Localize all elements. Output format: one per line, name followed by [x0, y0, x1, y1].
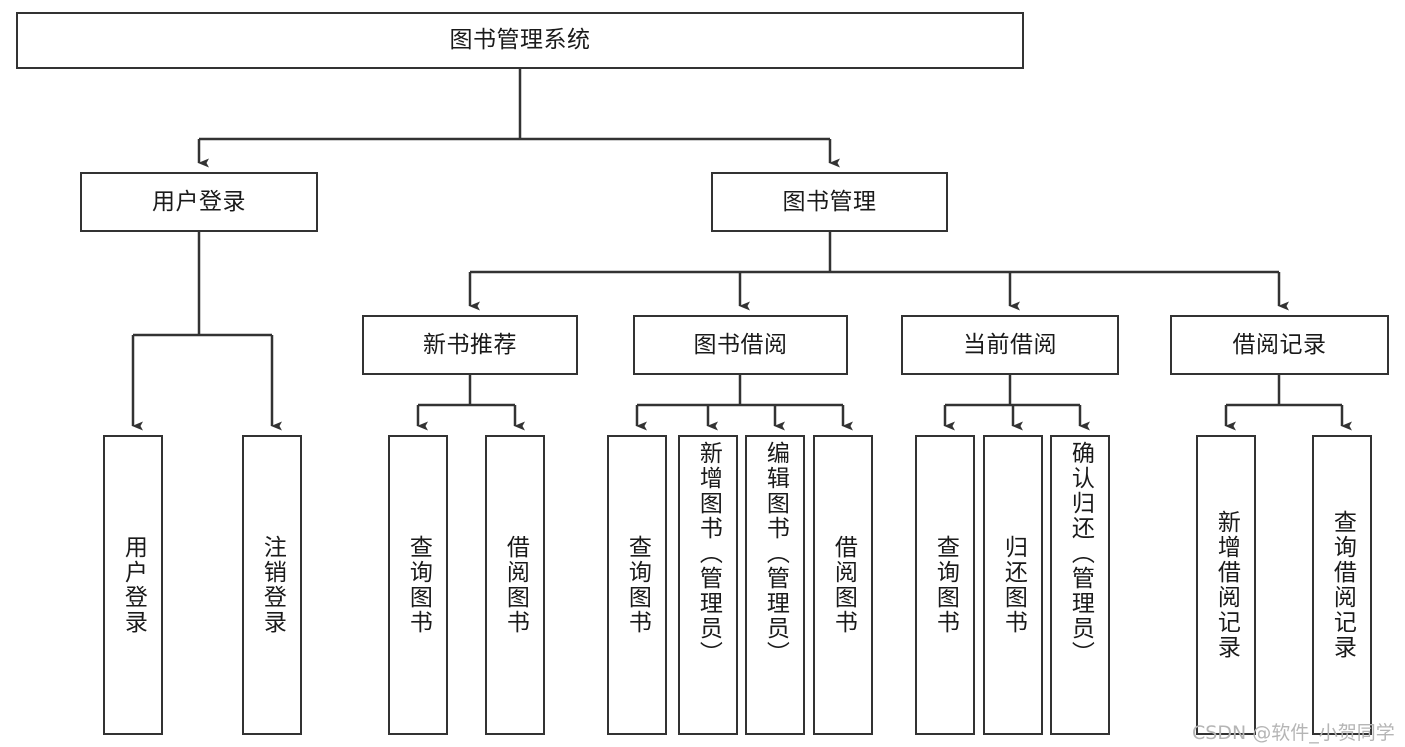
leaf-logout-label: 注销登录 — [259, 535, 286, 635]
node-current-borrow-label: 当前借阅 — [963, 331, 1057, 358]
node-book-management-label: 图书管理 — [782, 188, 877, 215]
node-borrow-record[interactable]: 借阅记录 — [1170, 315, 1389, 375]
node-new-book-recommend[interactable]: 新书推荐 — [362, 315, 578, 375]
leaf-query-book-current-label: 查询图书 — [932, 535, 959, 635]
leaf-add-borrow-record-label: 新增借阅记录 — [1213, 510, 1240, 660]
node-current-borrow[interactable]: 当前借阅 — [901, 315, 1119, 375]
node-book-management[interactable]: 图书管理 — [711, 172, 948, 232]
leaf-return-book-label: 归还图书 — [1000, 535, 1027, 635]
node-root[interactable]: 图书管理系统 — [16, 12, 1024, 69]
node-user-login-label: 用户登录 — [152, 188, 246, 215]
leaf-borrow-book-rec[interactable]: 借阅图书 — [485, 435, 545, 735]
leaf-add-book-admin-label: 新增图书（管理员） — [695, 441, 722, 666]
leaf-query-borrow-record-label: 查询借阅记录 — [1329, 510, 1356, 660]
node-user-login[interactable]: 用户登录 — [80, 172, 318, 232]
node-borrow-record-label: 借阅记录 — [1232, 331, 1327, 358]
leaf-query-borrow-record[interactable]: 查询借阅记录 — [1312, 435, 1372, 735]
leaf-edit-book-admin[interactable]: 编辑图书（管理员） — [745, 435, 805, 735]
leaf-user-login-label: 用户登录 — [120, 535, 147, 635]
node-new-book-recommend-label: 新书推荐 — [423, 331, 517, 358]
leaf-user-login[interactable]: 用户登录 — [103, 435, 163, 735]
leaf-add-borrow-record[interactable]: 新增借阅记录 — [1196, 435, 1256, 735]
leaf-query-book-rec-label: 查询图书 — [405, 535, 432, 635]
leaf-borrow-book-rec-label: 借阅图书 — [502, 535, 529, 635]
leaf-query-book-borrow[interactable]: 查询图书 — [607, 435, 667, 735]
leaf-borrow-book-label: 借阅图书 — [830, 535, 857, 635]
leaf-return-book[interactable]: 归还图书 — [983, 435, 1043, 735]
csdn-watermark: CSDN @软件_小贺同学 — [1192, 722, 1395, 744]
leaf-query-book-borrow-label: 查询图书 — [624, 535, 651, 635]
leaf-borrow-book[interactable]: 借阅图书 — [813, 435, 873, 735]
leaf-confirm-return-admin[interactable]: 确认归还（管理员） — [1050, 435, 1110, 735]
leaf-add-book-admin[interactable]: 新增图书（管理员） — [678, 435, 738, 735]
leaf-query-book-current[interactable]: 查询图书 — [915, 435, 975, 735]
node-book-borrow-label: 图书借阅 — [693, 331, 788, 358]
leaf-logout[interactable]: 注销登录 — [242, 435, 302, 735]
leaf-edit-book-admin-label: 编辑图书（管理员） — [762, 441, 789, 666]
leaf-query-book-rec[interactable]: 查询图书 — [388, 435, 448, 735]
node-root-label: 图书管理系统 — [449, 27, 591, 53]
node-book-borrow[interactable]: 图书借阅 — [633, 315, 848, 375]
leaf-confirm-return-admin-label: 确认归还（管理员） — [1067, 441, 1094, 666]
